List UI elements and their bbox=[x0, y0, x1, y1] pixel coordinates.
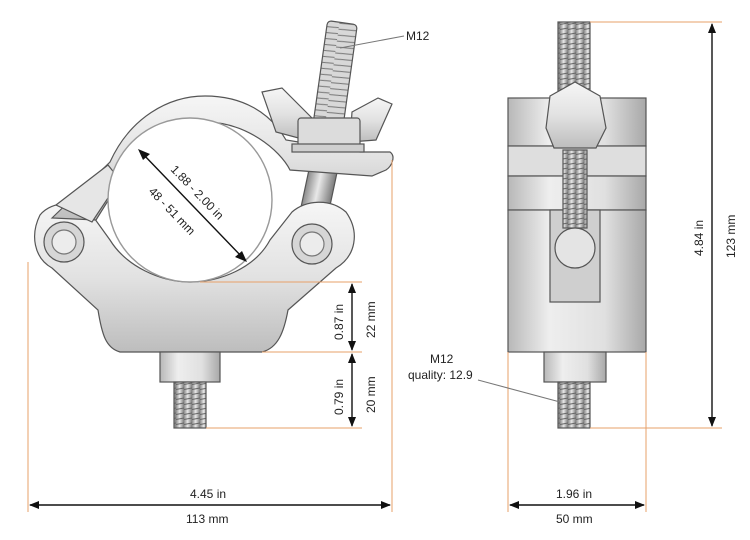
label-height1-in: 0.87 in bbox=[332, 304, 346, 340]
tube-arrow-start bbox=[138, 149, 150, 160]
clamp-lower-body bbox=[34, 201, 355, 353]
front-extension-lines bbox=[27, 160, 393, 512]
height-dimensions bbox=[348, 283, 356, 427]
side-view bbox=[507, 21, 647, 429]
side-link-rod bbox=[562, 149, 588, 229]
left-pivot bbox=[43, 221, 85, 263]
tube-arrow-end bbox=[235, 251, 247, 262]
m12-top-leader bbox=[339, 35, 405, 49]
tube-opening bbox=[107, 117, 273, 283]
total-height-dimension bbox=[708, 23, 716, 427]
label-depth-in: 1.96 in bbox=[556, 487, 592, 501]
depth-dimension bbox=[509, 501, 645, 509]
label-height2-mm: 20 mm bbox=[364, 376, 378, 413]
label-height1-mm: 22 mm bbox=[364, 301, 378, 338]
label-width-in: 4.45 in bbox=[190, 487, 226, 501]
front-view bbox=[34, 20, 394, 429]
bottom-bolt bbox=[173, 381, 207, 429]
side-bottom-nut bbox=[543, 351, 607, 383]
label-bolt-top: M12 bbox=[406, 29, 430, 43]
label-total-in: 4.84 in bbox=[692, 220, 706, 256]
side-wing-nut bbox=[545, 81, 607, 149]
label-bolt-bottom: M12 bbox=[430, 352, 454, 366]
label-height2-in: 0.79 in bbox=[332, 379, 346, 415]
side-bottom-bolt bbox=[557, 381, 591, 429]
wing-nut bbox=[261, 87, 393, 153]
m12-bottom-leader bbox=[477, 379, 561, 403]
side-extension-lines bbox=[507, 21, 722, 512]
tube-diameter-line bbox=[141, 152, 244, 259]
side-ball-joint bbox=[554, 227, 596, 269]
right-pivot bbox=[291, 223, 333, 265]
label-depth-mm: 50 mm bbox=[556, 512, 593, 526]
label-total-mm: 123 mm bbox=[724, 215, 738, 258]
label-width-mm: 113 mm bbox=[186, 512, 228, 526]
label-bolt-quality: quality: 12.9 bbox=[408, 368, 473, 382]
width-dimension bbox=[29, 501, 391, 509]
bottom-nut bbox=[159, 351, 221, 383]
